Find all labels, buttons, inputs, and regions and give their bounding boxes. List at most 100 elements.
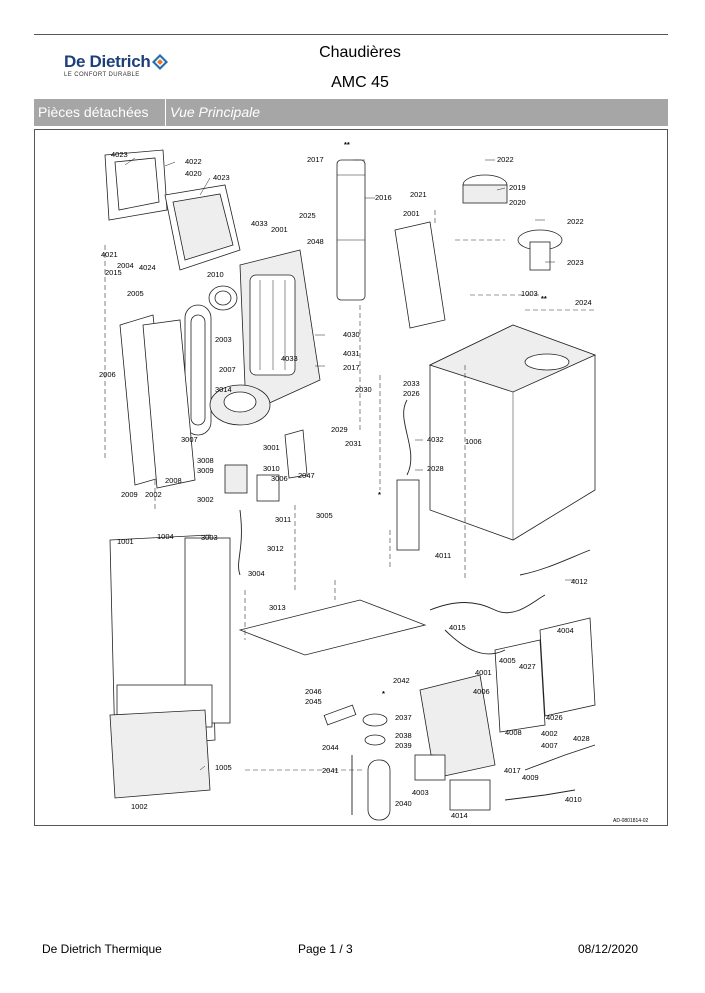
part-label: 2030 xyxy=(355,385,372,394)
part-label: 2047 xyxy=(298,471,315,480)
part-label: 2038 xyxy=(395,731,412,740)
part-label: 4005 xyxy=(499,656,516,665)
exploded-view-diagram: 4023 4022 4020 4023 4021 2004 2015 4024 … xyxy=(99,140,649,824)
part-label: 2031 xyxy=(345,439,362,448)
footer-page-number: Page 1 / 3 xyxy=(298,942,353,956)
part-label: 3002 xyxy=(197,495,214,504)
part-label: 1004 xyxy=(157,532,174,541)
part-label: 3009 xyxy=(197,466,214,475)
part-label: 4007 xyxy=(541,741,558,750)
part-label: 3006 xyxy=(271,474,288,483)
part-label: 2048 xyxy=(307,237,324,246)
double-star-marker: ** xyxy=(344,140,350,149)
part-label: 3014 xyxy=(215,385,232,394)
brand-logo: De Dietrich LE CONFORT DURABLE xyxy=(64,50,184,84)
part-label: 2003 xyxy=(215,335,232,344)
part-label: 1006 xyxy=(465,437,482,446)
part-label: 3004 xyxy=(248,569,265,578)
part-label: 3008 xyxy=(197,456,214,465)
part-label: 2044 xyxy=(322,743,339,752)
part-label: 3011 xyxy=(275,515,291,524)
part-label: 3007 xyxy=(181,435,198,444)
part-label: 4015 xyxy=(449,623,466,632)
part-label: 4002 xyxy=(541,729,558,738)
part-label: 2015 xyxy=(105,268,122,277)
part-label: 3010 xyxy=(263,464,280,473)
part-label: 2037 xyxy=(395,713,412,722)
part-label: 2017 xyxy=(307,155,324,164)
part-label: 4014 xyxy=(451,811,468,820)
header-rule xyxy=(34,34,668,35)
part-label: 2020 xyxy=(509,198,526,207)
part-label: 2039 xyxy=(395,741,412,750)
part-label: 4021 xyxy=(101,250,118,259)
document-title: Chaudières xyxy=(319,44,401,61)
part-label: 2022 xyxy=(567,217,584,226)
part-label: 2017 xyxy=(343,363,360,372)
part-label: 2042 xyxy=(393,676,410,685)
part-label: 2029 xyxy=(331,425,348,434)
part-label: 2021 xyxy=(410,190,427,199)
part-label: 2001 xyxy=(271,225,288,234)
part-label: 2040 xyxy=(395,799,412,808)
part-label: 2007 xyxy=(219,365,236,374)
footer-company: De Dietrich Thermique xyxy=(42,942,162,956)
part-label: 3005 xyxy=(316,511,333,520)
star-marker: * xyxy=(382,689,385,698)
part-label: 2019 xyxy=(509,183,526,192)
part-label: 4020 xyxy=(185,169,202,178)
part-label: 1001 xyxy=(117,537,134,546)
brand-tagline: LE CONFORT DURABLE xyxy=(64,72,140,78)
part-label: 1005 xyxy=(215,763,232,772)
part-label: 2010 xyxy=(207,270,224,279)
part-label: 4003 xyxy=(412,788,429,797)
assembly-lines xyxy=(104,210,595,771)
part-label: 3013 xyxy=(269,603,286,612)
part-label: 4004 xyxy=(557,626,574,635)
part-label: 2008 xyxy=(165,476,182,485)
part-label: 2001 xyxy=(403,209,420,218)
part-label: 4026 xyxy=(546,713,563,722)
part-label: 4027 xyxy=(519,662,536,671)
brand-name: De Dietrich xyxy=(64,52,151,71)
part-label: 4001 xyxy=(475,668,492,677)
section-label: Pièces détachées xyxy=(34,99,166,126)
drawing-reference: AD-0801814-02 xyxy=(613,818,649,824)
part-label: 4033 xyxy=(281,354,298,363)
part-label: 2006 xyxy=(99,370,116,379)
part-label: 4012 xyxy=(571,577,588,586)
part-label: 3012 xyxy=(267,544,284,553)
section-bar: Pièces détachées Vue Principale xyxy=(34,99,668,126)
exploded-view-frame: 4023 4022 4020 4023 4021 2004 2015 4024 … xyxy=(34,129,668,826)
part-label: 2024 xyxy=(575,298,592,307)
part-label: 4008 xyxy=(505,728,522,737)
part-label: 3001 xyxy=(263,443,280,452)
part-label: 2023 xyxy=(567,258,584,267)
part-label: 4006 xyxy=(473,687,490,696)
markers: ** ** * * xyxy=(344,140,547,698)
section-view: Vue Principale xyxy=(170,104,261,120)
part-label: 2026 xyxy=(403,389,420,398)
part-label: 1003 xyxy=(521,289,538,298)
part-label: 2016 xyxy=(375,193,392,202)
part-label: 3003 xyxy=(201,533,218,542)
document-model: AMC 45 xyxy=(331,74,389,91)
part-label: 2004 xyxy=(117,261,134,270)
part-labels: 4023 4022 4020 4023 4021 2004 2015 4024 … xyxy=(99,150,592,820)
part-label: 2005 xyxy=(127,289,144,298)
part-label: 1002 xyxy=(131,802,148,811)
part-label: 2033 xyxy=(403,379,420,388)
part-label: 4011 xyxy=(435,551,451,560)
part-label: 4031 xyxy=(343,349,360,358)
part-label: 4030 xyxy=(343,330,360,339)
part-label: 4009 xyxy=(522,773,539,782)
part-label: 2022 xyxy=(497,155,514,164)
part-label: 2025 xyxy=(299,211,316,220)
part-label: 2046 xyxy=(305,687,322,696)
part-label: 4033 xyxy=(251,219,268,228)
part-label: 4028 xyxy=(573,734,590,743)
part-label: 4023 xyxy=(111,150,128,159)
part-label: 2045 xyxy=(305,697,322,706)
part-label: 2041 xyxy=(322,766,339,775)
part-label: 2009 xyxy=(121,490,138,499)
